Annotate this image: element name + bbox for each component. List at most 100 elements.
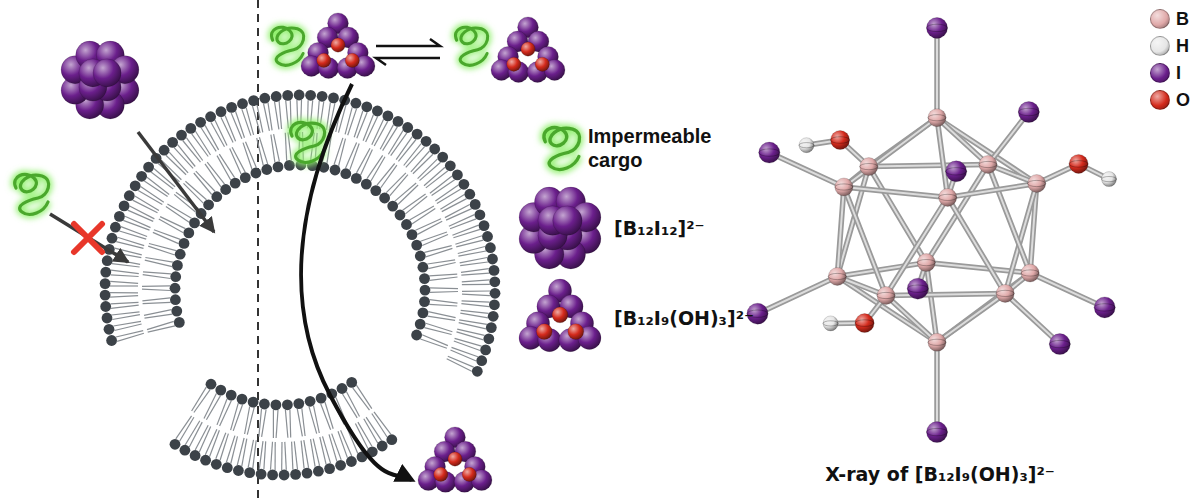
lipid-head	[143, 162, 154, 173]
lipid-head	[256, 469, 267, 480]
lipid-tail	[339, 139, 346, 166]
bond	[948, 197, 1006, 293]
ellipsoid-line	[996, 290, 1014, 296]
lipid-head	[170, 271, 181, 282]
lipid-tail	[141, 187, 164, 203]
lipid-head	[480, 345, 491, 356]
lipid-tail	[117, 333, 144, 341]
lipid-tail	[285, 133, 286, 161]
formula-label: [B₁₂I₁₂]²⁻	[614, 216, 705, 240]
lipid-head	[411, 240, 422, 251]
lipid-tail	[323, 436, 331, 463]
lipid-head	[372, 106, 383, 117]
lipid-tail	[292, 442, 293, 470]
lipid-head	[482, 231, 493, 242]
lipid-tail	[245, 407, 250, 435]
transport-arrow	[301, 84, 412, 480]
lipid-tail	[142, 285, 170, 287]
lipid-head	[185, 123, 196, 134]
lipid-tail	[462, 284, 490, 286]
lipid-tail	[396, 137, 412, 160]
lipid-head	[302, 468, 313, 479]
bond	[837, 187, 844, 277]
lipid-tail	[194, 173, 212, 195]
lipid-tail	[460, 313, 488, 318]
atom-sphere	[552, 307, 568, 323]
lipid-tail	[361, 150, 373, 175]
lipid-tail	[386, 173, 406, 193]
lipid-tail	[420, 162, 441, 180]
crystal-structure	[747, 17, 1117, 442]
lipid-tail	[383, 127, 398, 151]
ellipsoid-line	[1069, 161, 1088, 168]
lipid-tail	[301, 441, 304, 469]
lipid-head	[215, 385, 226, 396]
cargo-icon	[291, 122, 325, 162]
lipid-head	[100, 290, 111, 301]
atom-sphere	[799, 138, 814, 153]
bond-highlight	[886, 296, 937, 343]
lipid-head	[271, 91, 282, 102]
bond	[837, 277, 937, 343]
lipid-tail	[143, 272, 171, 274]
atom-sphere	[448, 452, 462, 466]
ellipsoid-line	[860, 164, 878, 170]
lipid-tail	[135, 196, 159, 210]
cargo-strand	[544, 127, 580, 169]
lipid-head	[102, 313, 113, 324]
lipid-tail	[111, 270, 139, 274]
lipid-tail	[446, 209, 472, 221]
lipid-head	[203, 199, 214, 210]
bonds	[758, 28, 1110, 432]
cargo-strand	[291, 122, 325, 162]
lipid-head	[172, 260, 183, 271]
lipid-tail	[226, 436, 235, 463]
lipid-head	[248, 95, 259, 106]
lipid-head	[305, 396, 316, 407]
lipid-tail	[285, 442, 287, 470]
cargo-glow	[271, 27, 303, 65]
atom-sphere	[835, 178, 853, 196]
lipid-tail	[348, 109, 357, 136]
legend-text: I	[1176, 62, 1181, 84]
atom-sphere	[928, 109, 946, 127]
lipid-heads	[170, 377, 398, 480]
lipid-head	[200, 455, 211, 466]
atom-sphere	[860, 158, 878, 176]
lipid-tail	[391, 133, 407, 156]
legend-label: Impermeable cargo	[588, 124, 716, 172]
atoms	[747, 17, 1117, 442]
lipid-head	[401, 219, 412, 230]
lipid-head	[418, 308, 429, 319]
ellipsoid-line	[928, 339, 946, 345]
lipid-head	[415, 251, 426, 262]
lipid-tail	[215, 120, 227, 145]
lipid-head	[170, 283, 181, 294]
lipid-tail	[262, 409, 267, 437]
equilibrium-arrow	[376, 39, 440, 46]
bond	[844, 187, 886, 296]
cargo-strand	[271, 27, 303, 65]
lipid-head	[179, 238, 190, 249]
lipid-tail	[196, 131, 211, 155]
legend-entry: H	[1150, 35, 1194, 57]
lipid-tail	[372, 414, 387, 438]
lipid-head	[346, 456, 357, 467]
lipid-tail	[142, 289, 170, 290]
lipid-head	[489, 276, 500, 287]
ellipsoid-line	[927, 428, 948, 435]
lipid-head	[393, 116, 404, 127]
legend-text: O	[1176, 89, 1190, 111]
lipid-tails	[110, 100, 490, 371]
lipid-tail	[257, 138, 264, 165]
bond-highlight	[844, 187, 948, 197]
lipid-head	[233, 465, 244, 476]
lipid-tail	[144, 310, 172, 316]
lipid-tail	[236, 111, 245, 138]
lipid-tail	[447, 359, 472, 372]
atom-sphere	[507, 57, 521, 71]
b12i9oh3-cluster	[519, 279, 601, 352]
lipid-tail	[117, 237, 144, 245]
lipid-head	[195, 117, 206, 128]
